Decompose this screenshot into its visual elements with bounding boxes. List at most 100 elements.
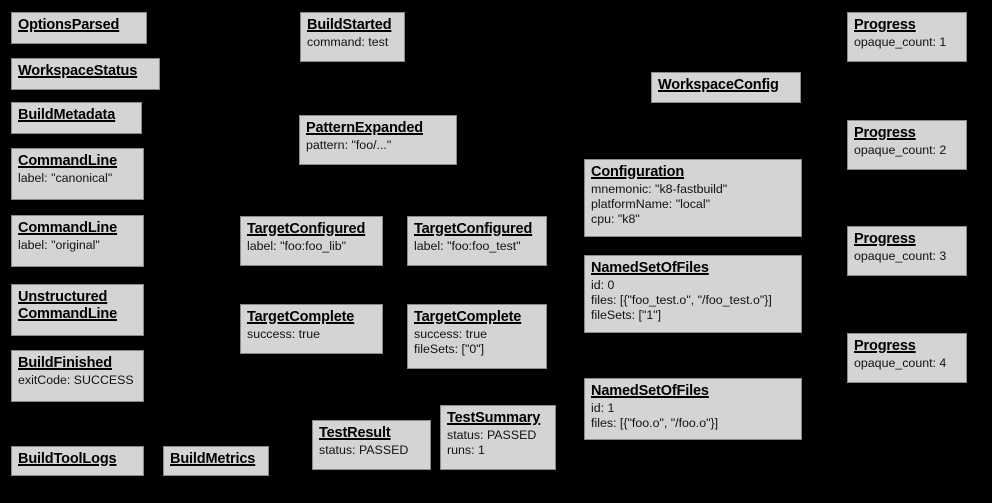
node-fields: label: "original"	[18, 238, 137, 253]
node-field: platformName: "local"	[591, 196, 710, 211]
node-title: BuildStarted	[307, 17, 398, 34]
graph-node-workspace-status[interactable]: WorkspaceStatus	[11, 58, 160, 90]
node-fields: label: "canonical"	[18, 171, 137, 186]
graph-node-progress-4[interactable]: Progress opaque_count: 4	[847, 333, 967, 383]
node-title-line: CommandLine	[18, 306, 118, 323]
node-field: label: "original"	[18, 238, 100, 253]
node-fields: success: true	[247, 327, 376, 342]
node-title: TargetConfigured	[414, 221, 540, 238]
node-fields: label: "foo:foo_lib"	[247, 239, 376, 254]
node-field: opaque_count: 3	[854, 249, 947, 264]
node-field: fileSets: ["1"]	[591, 307, 662, 322]
node-title-line: NamedSetOfFiles	[591, 260, 709, 276]
graph-node-target-complete-foo-lib[interactable]: TargetComplete success: true	[240, 304, 383, 354]
node-field: label: "foo:foo_test"	[414, 239, 521, 254]
node-title: BuildToolLogs	[18, 451, 137, 468]
node-title-line: WorkspaceConfig	[658, 77, 779, 93]
node-field: status: PASSED	[319, 443, 409, 458]
node-field: fileSets: ["0"]	[414, 341, 485, 356]
graph-node-progress-1[interactable]: Progress opaque_count: 1	[847, 12, 967, 62]
graph-node-workspace-config[interactable]: WorkspaceConfig	[651, 72, 801, 103]
node-title-line: Unstructured	[18, 289, 108, 305]
node-field: id: 0	[591, 278, 615, 293]
graph-node-build-started[interactable]: BuildStarted command: test	[300, 12, 405, 62]
node-field: opaque_count: 2	[854, 143, 947, 158]
node-title: TargetConfigured	[247, 221, 376, 238]
node-title-line: BuildStarted	[307, 17, 392, 33]
node-field: files: [{"foo_test.o", "/foo_test.o"}]	[591, 292, 772, 307]
graph-node-test-result[interactable]: TestResult status: PASSED	[312, 420, 431, 470]
node-title: OptionsParsed	[18, 17, 140, 34]
node-title: BuildMetadata	[18, 107, 135, 124]
node-title-line: WorkspaceStatus	[18, 63, 138, 79]
node-field: cpu: "k8"	[591, 211, 640, 226]
node-title-line: Progress	[854, 125, 916, 141]
node-fields: exitCode: SUCCESS	[18, 373, 137, 388]
graph-node-build-tool-logs[interactable]: BuildToolLogs	[11, 446, 144, 476]
node-field: label: "canonical"	[18, 171, 113, 186]
node-fields: mnemonic: "k8-fastbuild"platformName: "l…	[591, 182, 795, 227]
node-fields: opaque_count: 3	[854, 249, 960, 264]
graph-node-pattern-expanded[interactable]: PatternExpanded pattern: "foo/..."	[299, 115, 457, 165]
node-title: TestResult	[319, 425, 424, 442]
node-field: mnemonic: "k8-fastbuild"	[591, 182, 728, 197]
node-fields: opaque_count: 1	[854, 35, 960, 50]
node-title-line: TestSummary	[447, 410, 541, 426]
node-title: NamedSetOfFiles	[591, 260, 795, 277]
node-title-line: TargetComplete	[414, 309, 522, 325]
node-title: BuildFinished	[18, 355, 137, 372]
node-field: runs: 1	[447, 442, 485, 457]
node-field: opaque_count: 1	[854, 35, 947, 50]
node-title: Progress	[854, 338, 960, 355]
node-title-line: BuildToolLogs	[18, 451, 117, 467]
node-title-line: PatternExpanded	[306, 120, 423, 136]
graph-node-build-metadata[interactable]: BuildMetadata	[11, 102, 142, 134]
node-field: id: 1	[591, 401, 615, 416]
node-fields: opaque_count: 2	[854, 143, 960, 158]
node-title-line: Progress	[854, 17, 916, 33]
node-field: success: true	[414, 327, 487, 342]
node-title: CommandLine	[18, 153, 137, 170]
node-fields: opaque_count: 4	[854, 356, 960, 371]
graph-node-progress-3[interactable]: Progress opaque_count: 3	[847, 226, 967, 276]
node-title-line: Configuration	[591, 164, 685, 180]
node-title: Progress	[854, 231, 960, 248]
graph-node-progress-2[interactable]: Progress opaque_count: 2	[847, 120, 967, 170]
graph-node-build-metrics[interactable]: BuildMetrics	[163, 446, 269, 476]
graph-node-configuration[interactable]: Configuration mnemonic: "k8-fastbuild"pla…	[584, 159, 802, 237]
graph-node-target-configured-foo-test[interactable]: TargetConfigured label: "foo:foo_test"	[407, 216, 547, 266]
graph-node-options-parsed[interactable]: OptionsParsed	[11, 12, 147, 44]
node-title: NamedSetOfFiles	[591, 383, 795, 400]
node-fields: command: test	[307, 35, 398, 50]
node-field: files: [{"foo.o", "/foo.o"}]	[591, 415, 719, 430]
graph-node-target-configured-foo-lib[interactable]: TargetConfigured label: "foo:foo_lib"	[240, 216, 383, 266]
node-field: pattern: "foo/..."	[306, 138, 392, 153]
node-title-line: TargetConfigured	[247, 221, 366, 237]
node-title: Configuration	[591, 164, 795, 181]
node-title-line: TargetConfigured	[414, 221, 533, 237]
node-title-line: TargetComplete	[247, 309, 355, 325]
node-field: label: "foo:foo_lib"	[247, 239, 347, 254]
node-title-line: Progress	[854, 338, 916, 354]
node-field: command: test	[307, 35, 389, 50]
node-title-line: BuildMetrics	[170, 451, 256, 467]
node-fields: pattern: "foo/..."	[306, 138, 450, 153]
node-title: PatternExpanded	[306, 120, 450, 137]
node-fields: status: PASSED	[319, 443, 424, 458]
node-title-line: Progress	[854, 231, 916, 247]
node-title-line: TestResult	[319, 425, 391, 441]
node-title-line: BuildMetadata	[18, 107, 116, 123]
